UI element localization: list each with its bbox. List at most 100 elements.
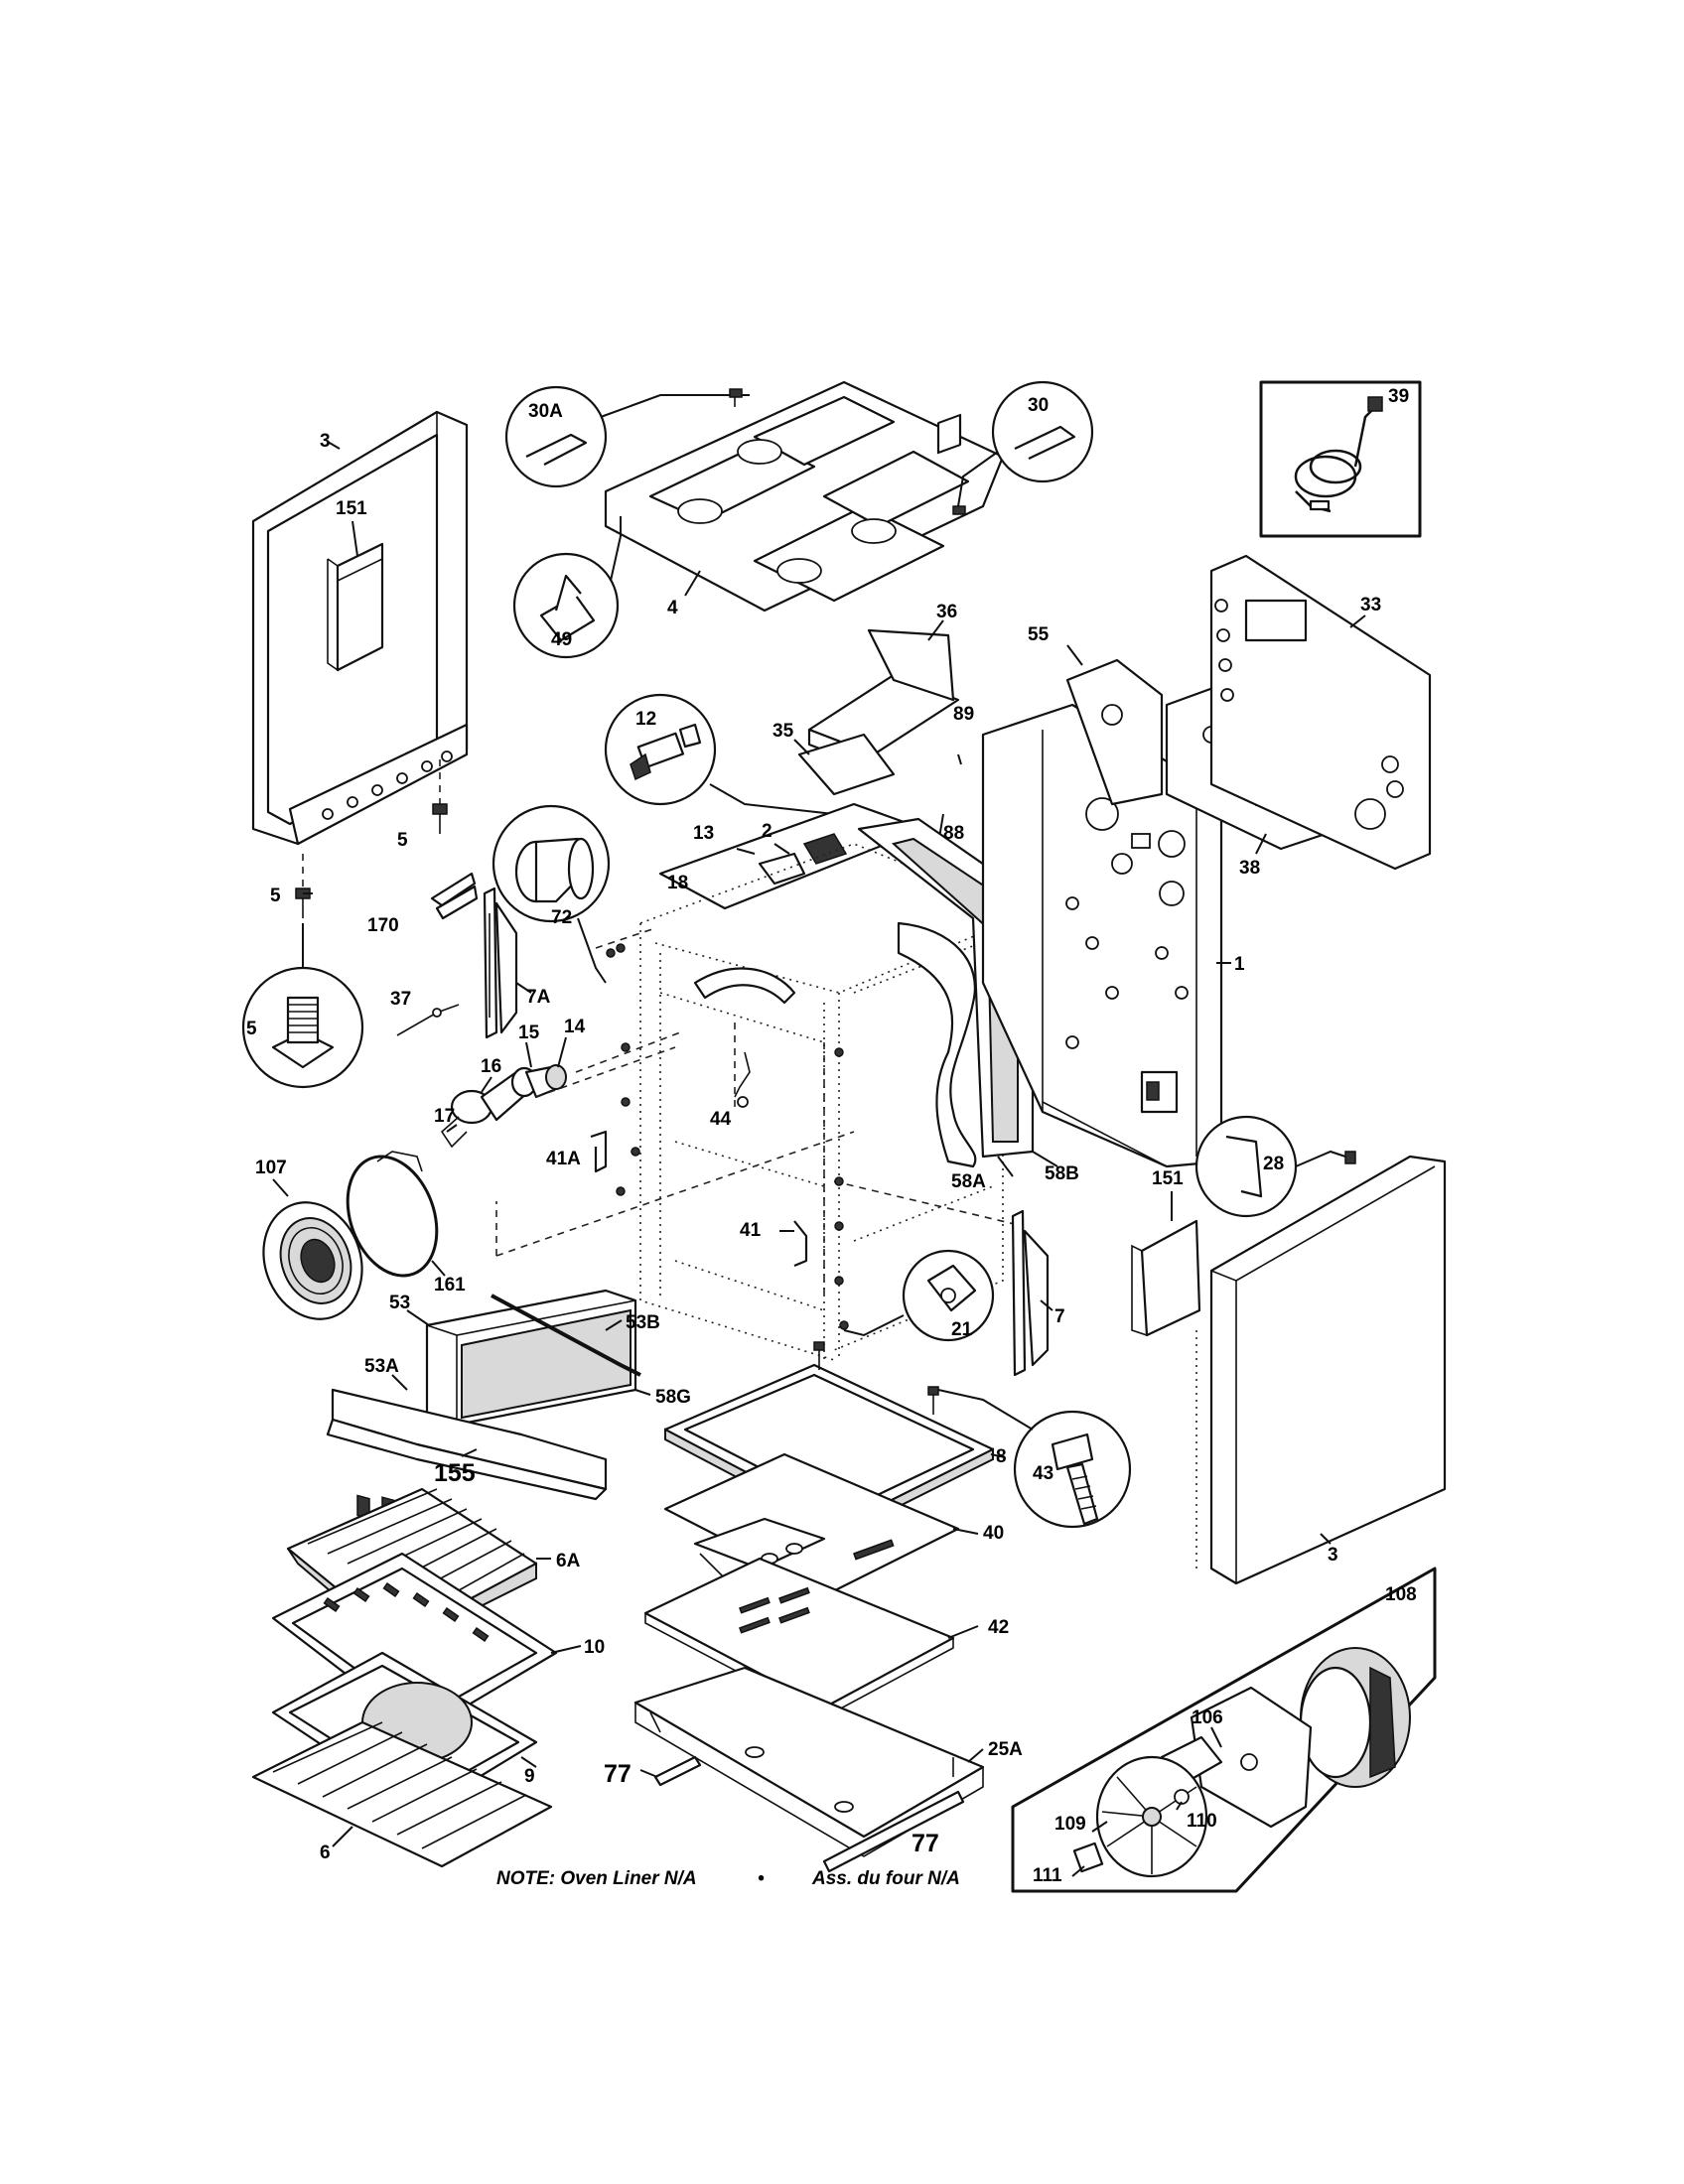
- label-38: 38: [1239, 858, 1260, 879]
- label-5-c: 5: [246, 1019, 257, 1039]
- panel-42: [643, 1557, 955, 1718]
- fan-cover-107: [262, 1201, 363, 1320]
- label-111: 111: [1033, 1865, 1062, 1886]
- callout-21: [843, 1249, 995, 1342]
- back-panel-1: [981, 703, 1223, 1168]
- filter-72-callout: [491, 804, 611, 984]
- label-21: 21: [951, 1319, 973, 1340]
- guide-lines: [495, 927, 1024, 1300]
- callout-43: [937, 1389, 1132, 1529]
- oven-liner-note: NOTE: Oven Liner N/A • Ass. du four N/A: [496, 1868, 960, 1889]
- label-3-left: 3: [320, 431, 331, 452]
- note-left: NOTE: Oven Liner N/A: [496, 1868, 697, 1889]
- label-58b: 58B: [1045, 1163, 1079, 1184]
- label-44: 44: [710, 1109, 732, 1130]
- label-58g: 58G: [655, 1387, 691, 1408]
- label-2: 2: [762, 821, 772, 842]
- label-13: 13: [693, 823, 714, 844]
- cooktop-frame-4: [604, 380, 1005, 613]
- label-7: 7: [1054, 1306, 1065, 1327]
- hinge-7: [1011, 1209, 1050, 1377]
- label-7a: 7A: [526, 987, 551, 1008]
- callout-49: [512, 516, 622, 659]
- label-10: 10: [584, 1637, 605, 1658]
- label-77-lower: 77: [912, 1830, 939, 1857]
- label-9: 9: [524, 1766, 535, 1787]
- label-49: 49: [551, 629, 572, 650]
- label-37: 37: [390, 989, 411, 1010]
- broiler-pan-insert-10: [271, 1552, 558, 1734]
- plate-35: [797, 733, 896, 796]
- label-1: 1: [1234, 954, 1245, 975]
- bracket-55: [1065, 658, 1164, 806]
- label-36: 36: [936, 602, 957, 622]
- label-53a: 53A: [364, 1356, 399, 1377]
- label-39: 39: [1388, 386, 1409, 407]
- label-106: 106: [1192, 1707, 1223, 1728]
- label-42: 42: [988, 1617, 1009, 1638]
- label-41: 41: [740, 1220, 762, 1241]
- insulation-58a: [693, 921, 977, 1168]
- label-43: 43: [1033, 1463, 1053, 1484]
- callout-28: [1194, 1115, 1356, 1218]
- light-assembly: [440, 1064, 567, 1149]
- cavity-screws: [606, 943, 849, 1330]
- fan-blade-109: [1095, 1755, 1208, 1878]
- label-17: 17: [434, 1106, 455, 1127]
- clip-41a: [590, 1130, 608, 1173]
- label-15: 15: [518, 1023, 540, 1043]
- label-89: 89: [953, 704, 974, 725]
- label-107: 107: [255, 1158, 287, 1178]
- label-151-right: 151: [1152, 1168, 1184, 1189]
- label-155: 155: [434, 1459, 476, 1487]
- label-35: 35: [772, 721, 794, 742]
- label-16: 16: [481, 1056, 501, 1077]
- oven-top-13: [658, 802, 925, 910]
- label-53b: 53B: [626, 1312, 660, 1333]
- side-bracket-151-right: [1131, 1219, 1201, 1337]
- label-108: 108: [1385, 1584, 1417, 1605]
- label-161: 161: [434, 1275, 466, 1296]
- label-170: 170: [367, 915, 399, 936]
- oven-rack-6: [251, 1720, 553, 1868]
- label-41a: 41A: [546, 1149, 581, 1169]
- label-53: 53: [389, 1293, 410, 1313]
- screw-5-lower: [295, 854, 311, 918]
- label-40: 40: [983, 1523, 1004, 1544]
- heat-shield-40: [663, 1452, 960, 1599]
- side-bracket-151-left: [327, 542, 384, 672]
- clip-44: [734, 1051, 751, 1108]
- label-77-upper: 77: [604, 1760, 632, 1788]
- label-109: 109: [1054, 1814, 1086, 1835]
- note-bullet: •: [758, 1868, 765, 1889]
- label-30: 30: [1028, 395, 1049, 416]
- label-88: 88: [943, 823, 964, 844]
- back-panel-33: [1209, 554, 1432, 871]
- ring-161: [346, 1151, 439, 1278]
- label-33: 33: [1360, 595, 1381, 615]
- label-14: 14: [564, 1017, 586, 1037]
- screw-8: [813, 1341, 939, 1415]
- label-110: 110: [1187, 1811, 1217, 1832]
- clip-41: [793, 1220, 808, 1268]
- label-55: 55: [1028, 624, 1050, 645]
- label-5-a: 5: [397, 830, 408, 851]
- note-right: Ass. du four N/A: [811, 1868, 960, 1889]
- right-side-panel: [1209, 1155, 1447, 1585]
- drawer-bottom-25a: [633, 1666, 985, 1857]
- motor-108: [1275, 1647, 1411, 1788]
- hinge-7a: [483, 887, 518, 1039]
- label-12: 12: [635, 709, 656, 730]
- screw-5-upper: [432, 759, 448, 834]
- leveling-leg-5-callout: [241, 966, 364, 1089]
- vent-strip-53b: [491, 1294, 641, 1377]
- wire-37: [396, 1004, 460, 1036]
- label-5-b: 5: [270, 886, 281, 906]
- label-72: 72: [551, 907, 572, 928]
- label-8: 8: [996, 1446, 1007, 1467]
- power-cord-39-box: [1259, 380, 1422, 538]
- label-6: 6: [320, 1843, 331, 1863]
- callout-30a: [504, 385, 750, 488]
- label-58a: 58A: [951, 1171, 986, 1192]
